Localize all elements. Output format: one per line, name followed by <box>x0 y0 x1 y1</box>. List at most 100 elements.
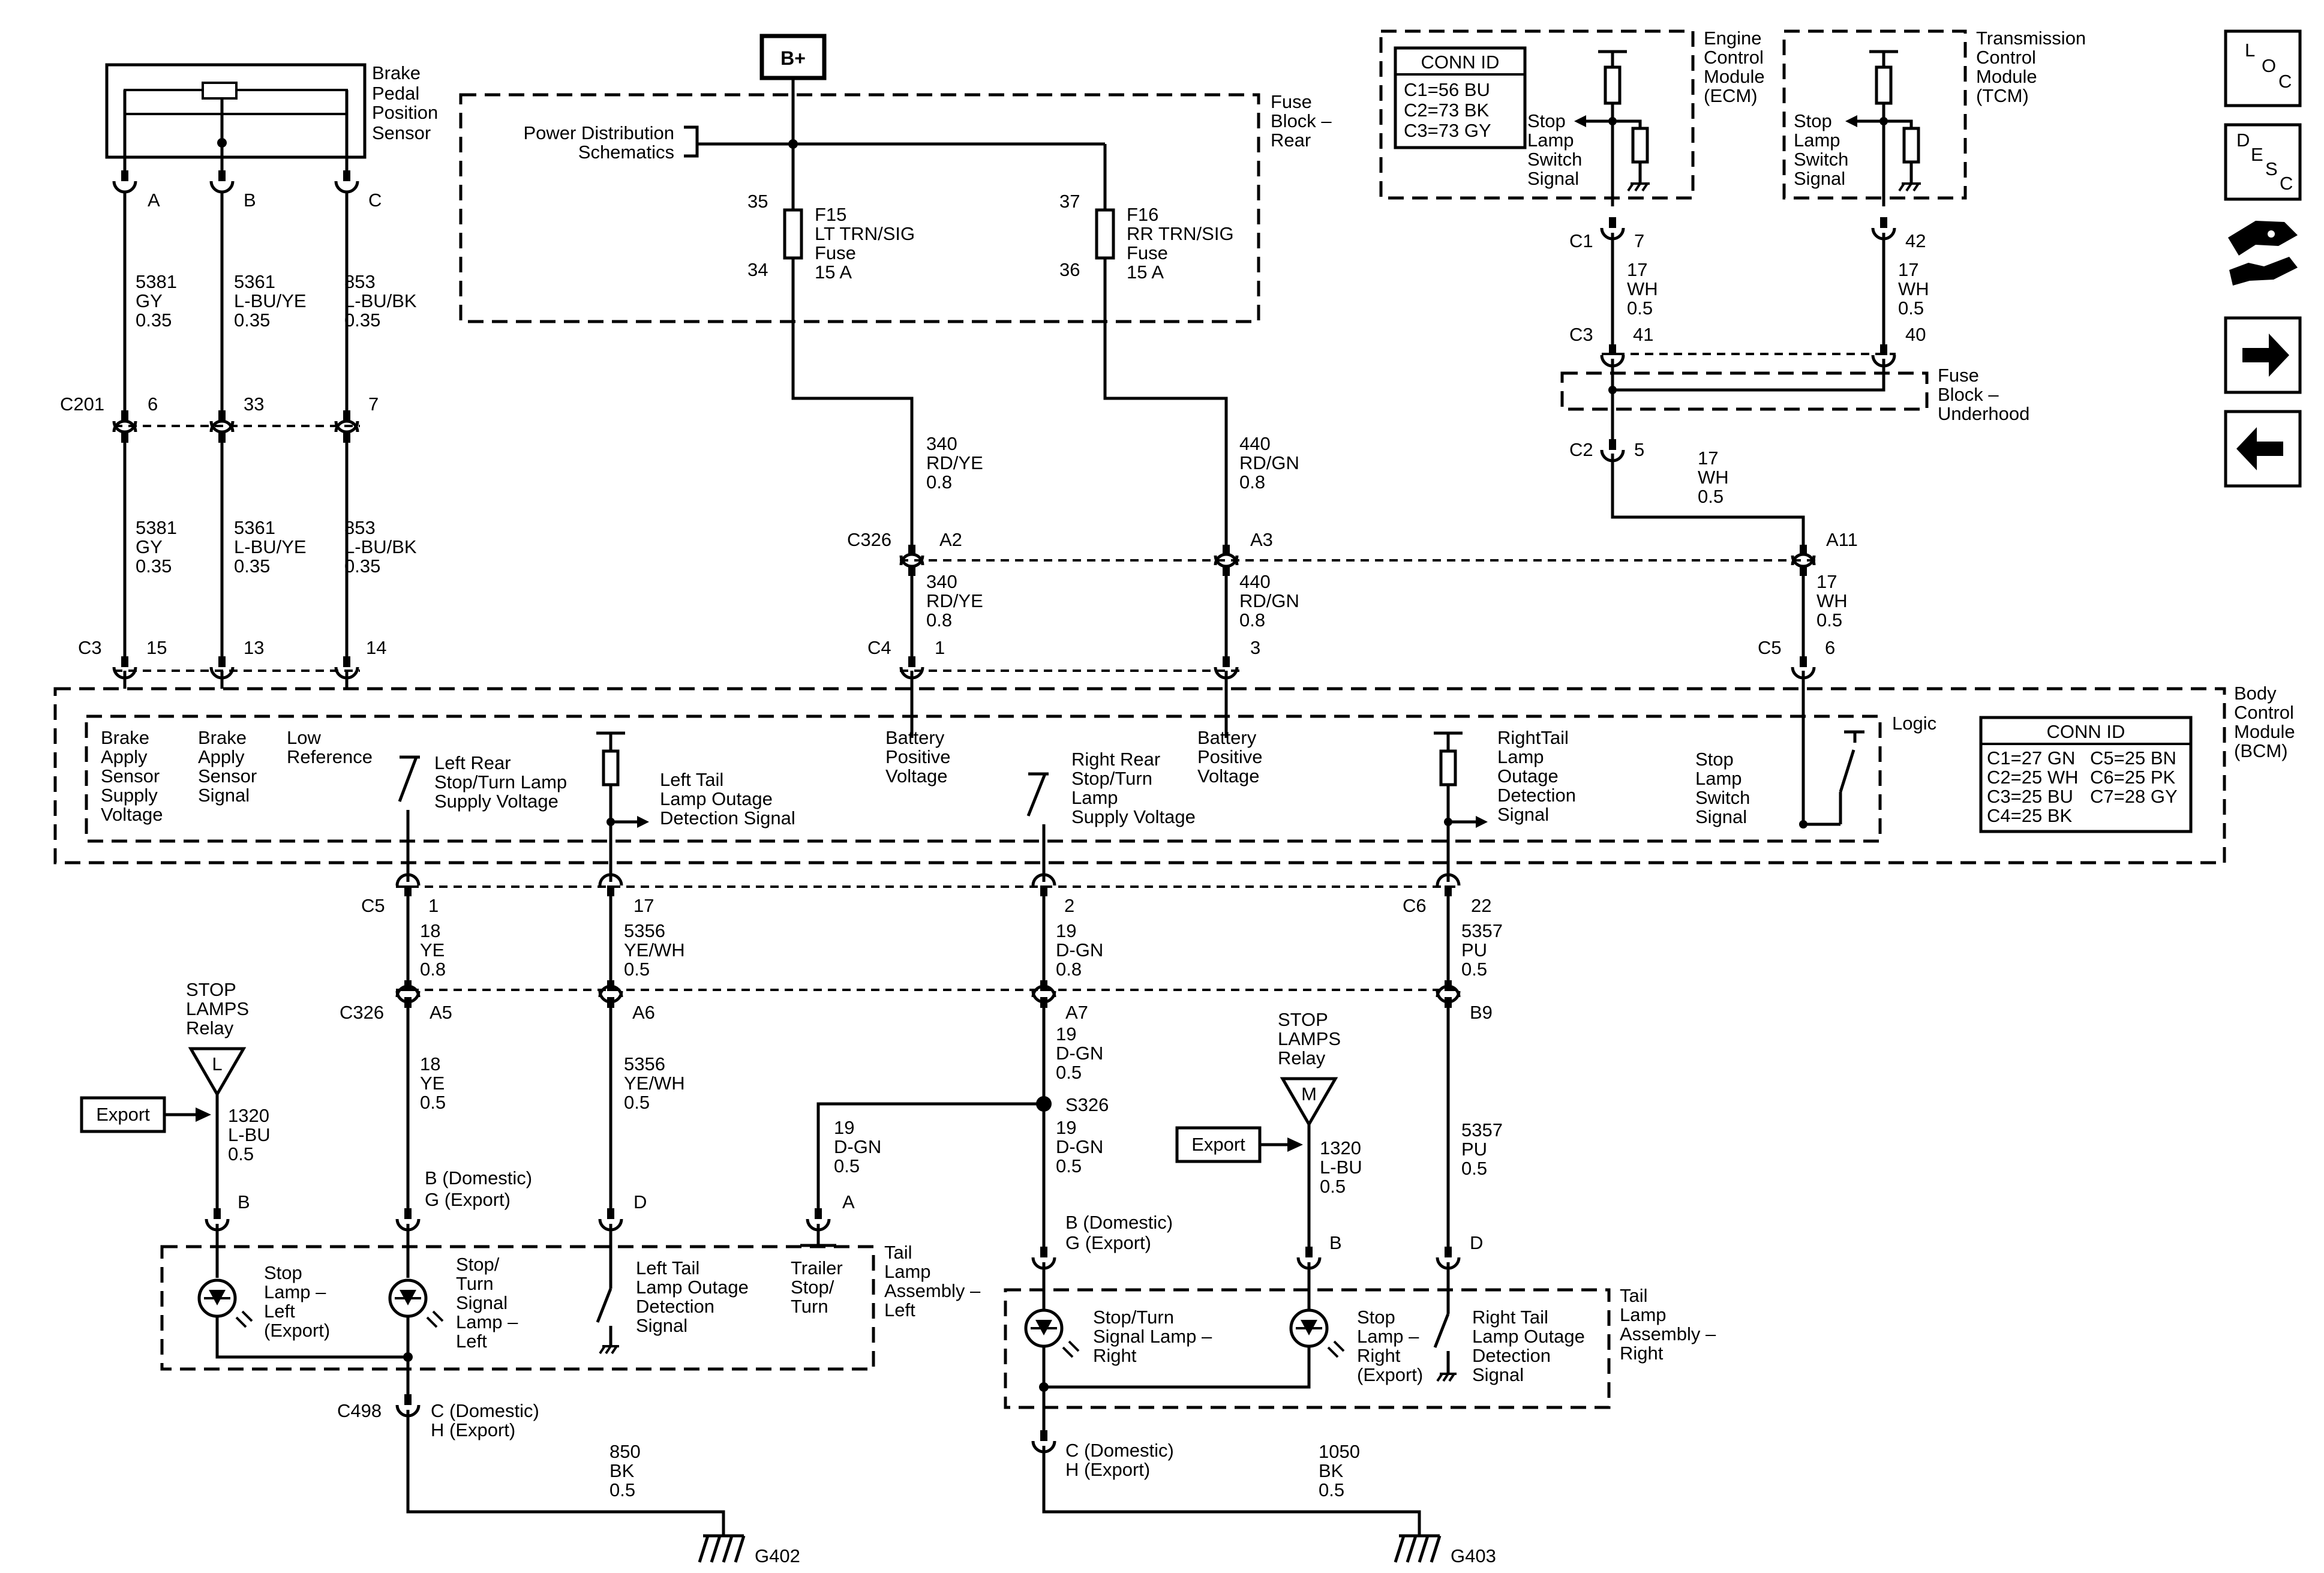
wire-labels-c5-c326: 18 YE 0.8 5356 YE/WH 0.5 19 D-GN 0.8 535… <box>420 920 1503 980</box>
connector-c4: C4 1 3 <box>867 637 1260 678</box>
turn-lamp-right-bulb-icon <box>1024 1308 1080 1358</box>
svg-text:C4=25 BK: C4=25 BK <box>1987 805 2073 826</box>
svg-text:14: 14 <box>366 637 386 658</box>
svg-text:WH: WH <box>1627 278 1658 299</box>
svg-text:C498: C498 <box>337 1400 382 1421</box>
svg-text:0.5: 0.5 <box>1461 1158 1487 1179</box>
svg-text:Stop: Stop <box>1357 1307 1395 1328</box>
svg-text:A5: A5 <box>430 1002 452 1023</box>
svg-text:Switch: Switch <box>1794 149 1848 170</box>
svg-text:D-GN: D-GN <box>1056 1043 1103 1064</box>
sensor-pin-a: A <box>114 170 160 211</box>
svg-text:3: 3 <box>1250 637 1260 658</box>
svg-text:Turn: Turn <box>791 1296 828 1317</box>
svg-text:Detection Signal: Detection Signal <box>660 807 795 828</box>
svg-text:Control: Control <box>1704 47 1764 68</box>
svg-text:Signal: Signal <box>1794 168 1845 189</box>
description-button[interactable]: D E S C <box>2224 123 2302 201</box>
svg-text:F15: F15 <box>815 204 846 225</box>
svg-text:Lamp –: Lamp – <box>1357 1326 1419 1347</box>
svg-text:0.35: 0.35 <box>234 310 270 331</box>
turn-lamp-left-bulb-icon <box>388 1278 444 1328</box>
sensor-pin-c: C <box>336 170 382 211</box>
svg-text:Lamp: Lamp <box>1527 130 1574 151</box>
svg-text:C2=73 BK: C2=73 BK <box>1404 100 1490 121</box>
power-distribution-link[interactable]: Power Distribution Schematics <box>523 122 699 163</box>
svg-text:Left Rear: Left Rear <box>434 752 511 773</box>
svg-text:7: 7 <box>368 394 379 415</box>
svg-text:C4: C4 <box>867 637 891 658</box>
export-button-left[interactable]: Export <box>80 1096 211 1133</box>
svg-text:Lamp Outage: Lamp Outage <box>1472 1326 1585 1347</box>
svg-text:Voltage: Voltage <box>885 766 947 786</box>
svg-text:6: 6 <box>148 394 158 415</box>
svg-text:0.8: 0.8 <box>1056 959 1082 980</box>
svg-text:0.5: 0.5 <box>228 1143 254 1164</box>
svg-text:LAMPS: LAMPS <box>1278 1028 1341 1049</box>
svg-text:RR TRN/SIG: RR TRN/SIG <box>1127 223 1234 244</box>
location-button[interactable]: L O C <box>2224 29 2302 107</box>
svg-text:Fuse: Fuse <box>1127 242 1168 263</box>
svg-text:0.35: 0.35 <box>136 556 172 577</box>
svg-text:Trailer: Trailer <box>791 1257 843 1278</box>
svg-text:Power Distribution: Power Distribution <box>523 122 674 143</box>
export-button-right[interactable]: Export <box>1175 1126 1303 1163</box>
svg-text:C3=73 GY: C3=73 GY <box>1404 120 1491 141</box>
svg-text:Detection: Detection <box>1497 785 1576 806</box>
svg-text:C2=25 WH: C2=25 WH <box>1987 767 2078 788</box>
right-assembly-labels: Stop/Turn Signal Lamp – Right Stop Lamp … <box>1093 1307 1585 1385</box>
svg-text:440: 440 <box>1239 433 1271 454</box>
stop-lamp-left-bulb-icon <box>197 1278 253 1328</box>
svg-text:1: 1 <box>428 895 439 916</box>
svg-text:C (Domestic): C (Domestic) <box>1065 1440 1174 1461</box>
connector-c3-bcm: C3 15 13 14 <box>78 637 386 678</box>
svg-text:D: D <box>1470 1232 1483 1253</box>
svg-text:G402: G402 <box>755 1545 800 1566</box>
wrench-icon[interactable] <box>2228 221 2298 286</box>
svg-text:CONN ID: CONN ID <box>2047 721 2125 742</box>
svg-text:Stop/Turn: Stop/Turn <box>1093 1307 1174 1328</box>
svg-text:Positive: Positive <box>885 746 951 767</box>
svg-text:Brake: Brake <box>101 727 149 748</box>
svg-text:36: 36 <box>1059 259 1080 280</box>
loc-icon-l: L <box>2245 40 2255 61</box>
svg-text:7: 7 <box>1634 230 1644 251</box>
svg-text:Lamp: Lamp <box>884 1261 931 1282</box>
previous-page-button[interactable] <box>2224 410 2302 488</box>
svg-text:Module: Module <box>2234 721 2295 742</box>
sensor-name-1: Brake <box>372 62 421 83</box>
svg-text:Reference: Reference <box>287 746 373 767</box>
svg-text:Module: Module <box>1704 66 1765 87</box>
svg-text:5356: 5356 <box>624 920 665 941</box>
svg-text:Lamp Outage: Lamp Outage <box>660 788 773 809</box>
svg-text:Lamp: Lamp <box>1071 787 1118 808</box>
svg-text:WH: WH <box>1898 278 1929 299</box>
svg-text:B (Domestic): B (Domestic) <box>1065 1212 1173 1233</box>
svg-text:Right: Right <box>1093 1345 1137 1366</box>
svg-text:1320: 1320 <box>1320 1137 1361 1158</box>
wire-340 <box>791 258 914 546</box>
svg-text:Lamp: Lamp <box>1695 768 1742 789</box>
ground-g402-icon: G402 <box>698 1534 800 1566</box>
tail-lamp-assembly-right: Tail Lamp Assembly – Right <box>1004 1285 1716 1409</box>
next-page-button[interactable] <box>2224 316 2302 394</box>
svg-text:5357: 5357 <box>1461 920 1503 941</box>
svg-text:M: M <box>1301 1083 1317 1104</box>
svg-text:Supply: Supply <box>101 785 158 806</box>
svg-text:Export: Export <box>96 1104 150 1125</box>
desc-icon-d: D <box>2236 130 2250 151</box>
svg-text:(ECM): (ECM) <box>1704 85 1758 106</box>
arrow-right-icon <box>2242 334 2289 377</box>
sensor-name-4: Sensor <box>372 122 431 143</box>
svg-text:Left Tail: Left Tail <box>636 1257 699 1278</box>
svg-text:D-GN: D-GN <box>1056 1136 1103 1157</box>
svg-text:Body: Body <box>2234 683 2277 704</box>
svg-text:17: 17 <box>1627 259 1647 280</box>
svg-text:0.5: 0.5 <box>609 1479 635 1500</box>
svg-text:C3=25 BU: C3=25 BU <box>1987 786 2073 807</box>
svg-text:L-BU/BK: L-BU/BK <box>344 290 417 311</box>
svg-text:5381: 5381 <box>136 271 177 292</box>
svg-text:A3: A3 <box>1250 529 1273 550</box>
svg-text:S326: S326 <box>1065 1094 1109 1115</box>
desc-icon-e: E <box>2251 144 2263 165</box>
